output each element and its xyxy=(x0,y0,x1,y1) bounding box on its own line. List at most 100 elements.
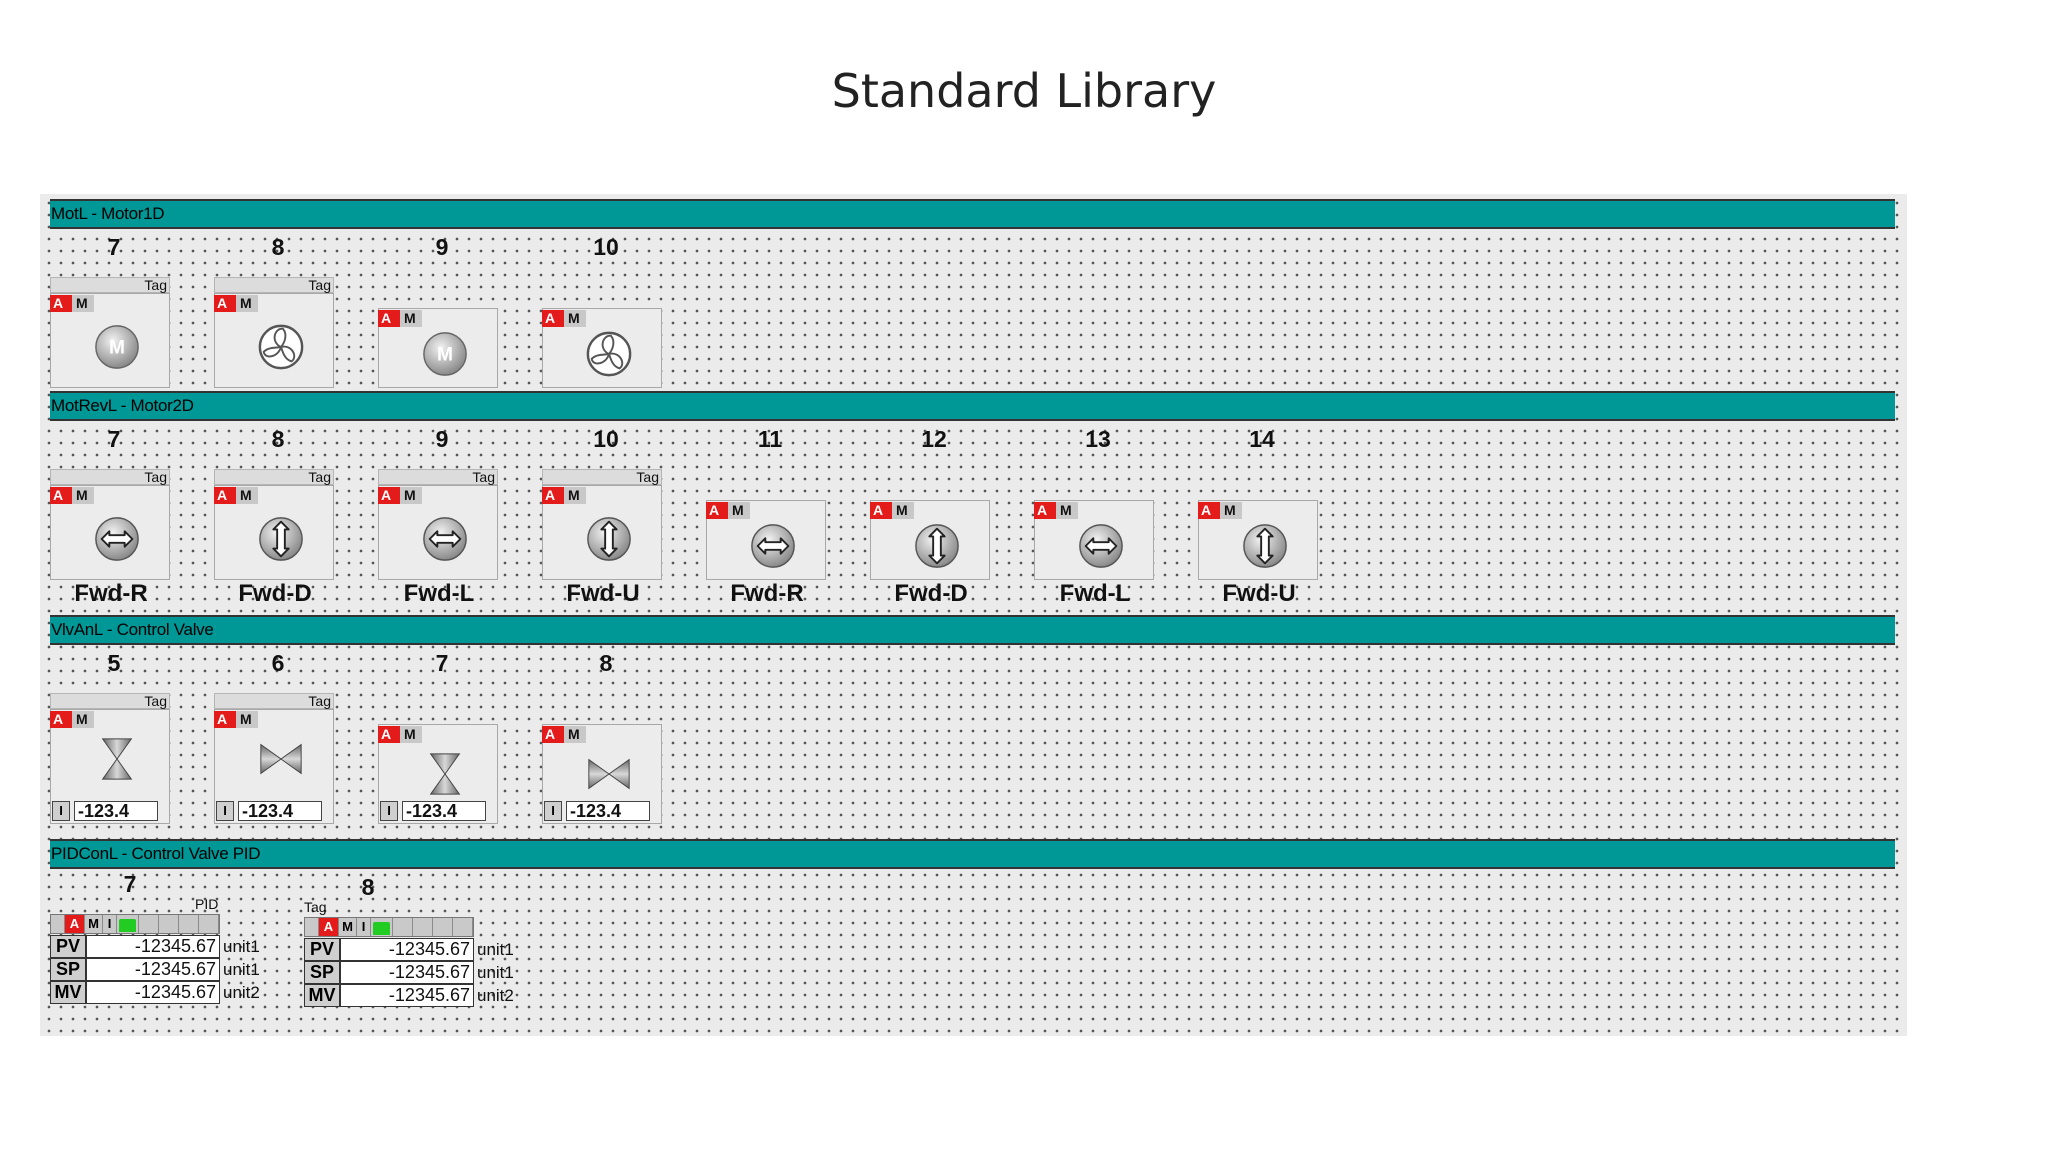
manual-mode-badge: M xyxy=(236,295,258,312)
tag-label: Tag xyxy=(542,469,662,485)
auto-mode-badge: A xyxy=(870,502,892,519)
section-header-vlvanl: VlvAnL - Control Valve xyxy=(50,615,1895,645)
block-number: 7 xyxy=(107,426,121,452)
manual-mode-badge: M xyxy=(564,310,586,327)
valve-position-value: -123.4 xyxy=(566,801,650,821)
direction-label: Fwd-L xyxy=(403,580,475,607)
interlock-badge: I xyxy=(52,801,70,821)
interlock-badge: I xyxy=(216,801,234,821)
interlock-badge: I xyxy=(544,801,562,821)
auto-mode-badge: A xyxy=(50,295,72,312)
block-number: 8 xyxy=(599,650,613,676)
manual-mode-badge: M xyxy=(1056,502,1078,519)
pid-row-value: -12345.67 xyxy=(340,961,474,984)
green-status-icon xyxy=(119,919,136,932)
manual-mode-badge: M xyxy=(892,502,914,519)
pid-row-unit: unit2 xyxy=(223,983,260,1002)
valve-value-row: I-123.4 xyxy=(216,801,326,821)
auto-mode-badge: A xyxy=(1034,502,1056,519)
pid-toolbar-cell xyxy=(199,915,219,933)
manual-mode-badge: M xyxy=(400,726,422,743)
block-number: 9 xyxy=(435,426,449,452)
auto-mode-badge: A xyxy=(319,918,339,936)
manual-mode-badge: M xyxy=(72,295,94,312)
auto-mode-badge: A xyxy=(706,502,728,519)
block-number: 9 xyxy=(435,234,449,260)
valve-position-value: -123.4 xyxy=(74,801,158,821)
valve-vertical-icon xyxy=(93,735,141,783)
pid-toolbar-cell xyxy=(139,915,159,933)
pid-row-unit: unit1 xyxy=(223,937,260,956)
auto-mode-badge: A xyxy=(214,295,236,312)
pid-row-label: MV xyxy=(50,981,86,1004)
auto-mode-badge: A xyxy=(378,487,400,504)
manual-mode-badge: M xyxy=(728,502,750,519)
manual-mode-badge: M xyxy=(236,487,258,504)
auto-mode-badge: A xyxy=(65,915,85,933)
manual-mode-badge: M xyxy=(400,310,422,327)
fan-icon xyxy=(257,323,305,371)
pid-row-value: -12345.67 xyxy=(340,984,474,1007)
arrow-horizontal-icon xyxy=(93,515,141,563)
valve-horizontal-icon xyxy=(585,750,633,798)
auto-mode-badge: A xyxy=(542,310,564,327)
block-number: 8 xyxy=(271,426,285,452)
pid-row-unit: unit1 xyxy=(223,960,260,979)
interlock-badge: I xyxy=(357,918,371,936)
arrow-horizontal-icon xyxy=(749,522,797,570)
auto-mode-badge: A xyxy=(542,487,564,504)
library-canvas: MotL - Motor1D MotRevL - Motor2D VlvAnL … xyxy=(40,194,1907,1036)
auto-mode-badge: A xyxy=(542,726,564,743)
pid-row-label: MV xyxy=(304,984,340,1007)
pid-toolbar-cell xyxy=(453,918,473,936)
pid-row-value: -12345.67 xyxy=(340,938,474,961)
direction-label: Fwd-R xyxy=(74,580,148,607)
block-number: 6 xyxy=(271,650,285,676)
manual-mode-badge: M xyxy=(564,726,586,743)
direction-label: Fwd-R xyxy=(730,580,804,607)
motor-m-icon: M xyxy=(421,330,469,378)
svg-text:M: M xyxy=(109,337,125,358)
tag-label: Tag xyxy=(378,469,498,485)
manual-mode-badge: M xyxy=(1220,502,1242,519)
status-indicator xyxy=(371,918,393,936)
manual-mode-badge: M xyxy=(564,487,586,504)
arrow-vertical-icon xyxy=(257,515,305,563)
direction-label: Fwd-U xyxy=(566,580,640,607)
auto-mode-badge: A xyxy=(50,487,72,504)
direction-label: Fwd-D xyxy=(238,580,312,607)
block-number: 14 xyxy=(1249,426,1275,452)
block-number: 13 xyxy=(1085,426,1111,452)
pid-top-label: PID xyxy=(195,896,219,912)
pid-toolbar-cell xyxy=(51,915,65,933)
manual-mode-badge: M xyxy=(400,487,422,504)
pid-top-label: Tag xyxy=(304,899,327,915)
